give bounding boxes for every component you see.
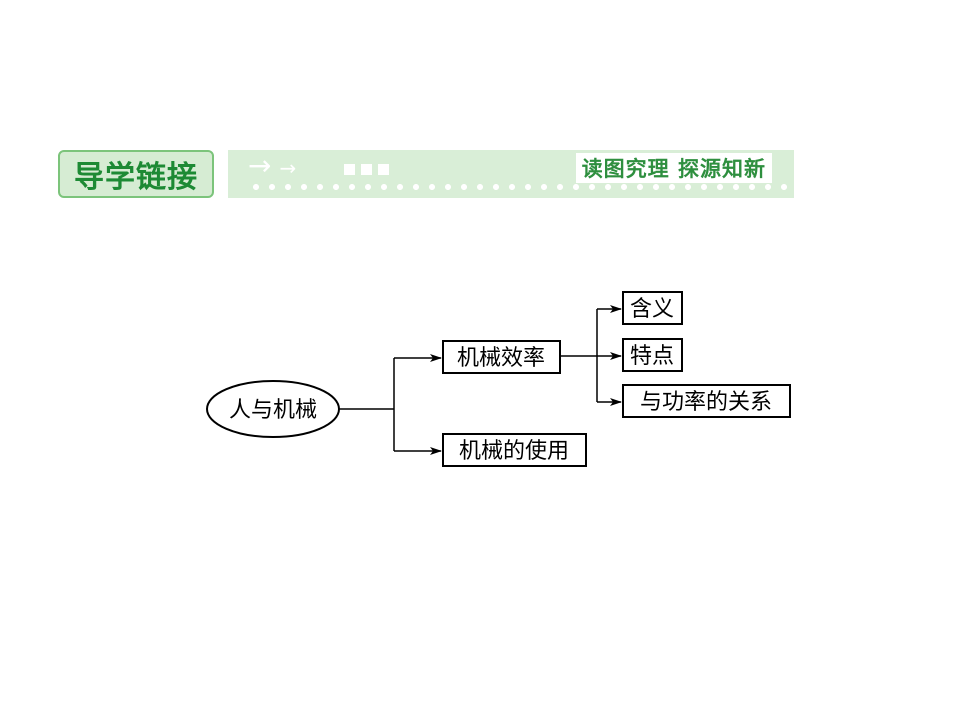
- section-badge-label: 导学链接: [74, 160, 198, 195]
- header-slogan: 读图究理 探源知新: [581, 156, 766, 181]
- child-node-meaning: [622, 291, 683, 325]
- child-node-features: [622, 338, 683, 372]
- decorative-dots: [248, 183, 788, 191]
- branch-node-efficiency: [442, 340, 561, 374]
- root-node-label: 人与机械: [229, 398, 317, 423]
- decorative-arrows-icon: →→: [248, 149, 297, 182]
- branch-node-usage-label: 机械的使用: [459, 439, 569, 464]
- section-badge: 导学链接: [58, 150, 214, 198]
- child-node-power-relation: [622, 384, 791, 418]
- header-strip: →→ 读图究理 探源知新: [228, 150, 794, 198]
- child-node-power-relation-label: 与功率的关系: [640, 390, 772, 415]
- header-slogan-box: 读图究理 探源知新: [575, 153, 772, 183]
- branch-node-efficiency-label: 机械效率: [457, 346, 545, 371]
- child-node-features-label: 特点: [630, 344, 674, 369]
- child-node-meaning-label: 含义: [630, 297, 674, 322]
- decorative-squares-icon: [344, 164, 389, 175]
- branch-node-usage: [442, 433, 587, 467]
